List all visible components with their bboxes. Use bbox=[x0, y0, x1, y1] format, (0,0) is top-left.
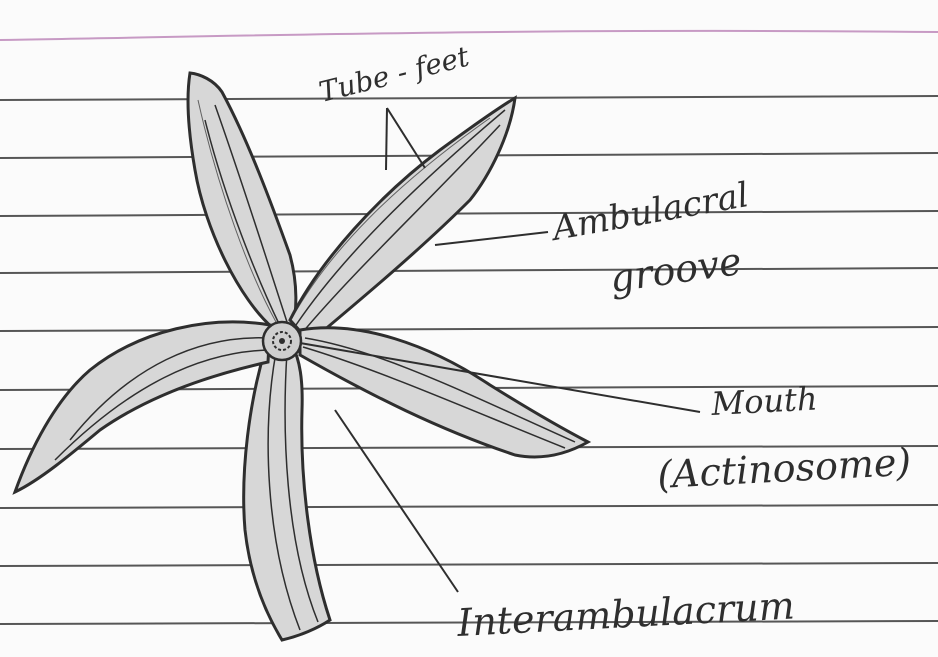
starfish-arm-upper-right bbox=[290, 98, 515, 342]
label-mouth: Mouth bbox=[709, 379, 818, 423]
starfish-arm-left bbox=[15, 322, 270, 492]
pointer-tube-feet-1 bbox=[386, 108, 387, 170]
label-ambulacral-groove-line2: groove bbox=[607, 239, 744, 301]
starfish-arm-top bbox=[188, 73, 296, 330]
label-ambulacral-groove-line1: Ambulacral bbox=[547, 175, 752, 249]
starfish-arm-right bbox=[300, 328, 588, 457]
pointer-ambulacral-groove bbox=[435, 232, 548, 245]
label-actinosome: (Actinosome) bbox=[656, 440, 912, 497]
pointer-tube-feet-2 bbox=[387, 108, 425, 168]
label-interambulacrum: Interambulacrum bbox=[455, 583, 796, 645]
notebook-margin-line bbox=[0, 31, 938, 40]
starfish-mouth bbox=[263, 322, 301, 360]
